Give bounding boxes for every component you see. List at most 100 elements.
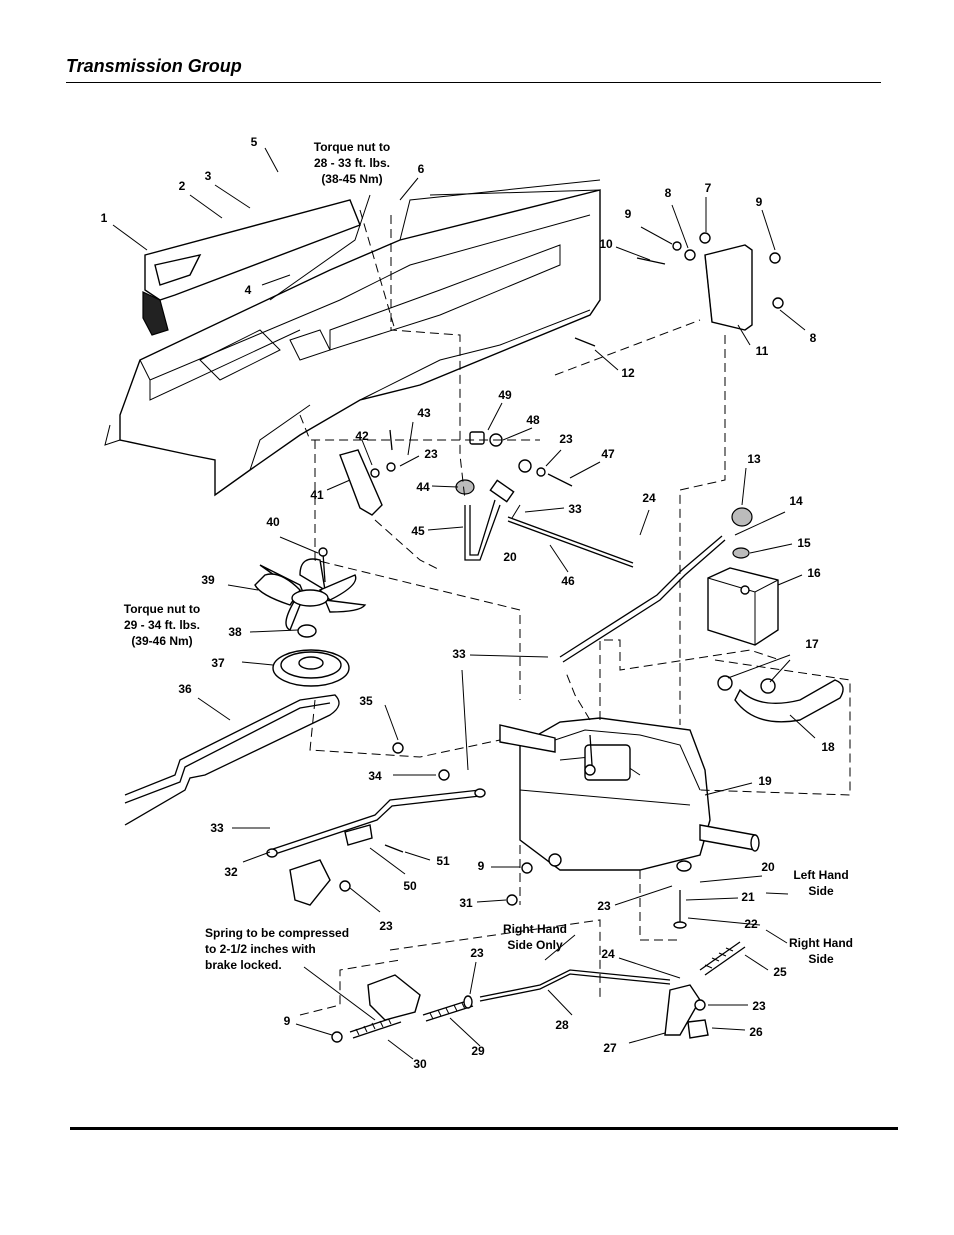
callout: 16: [807, 566, 821, 580]
callout: 45: [411, 524, 425, 538]
callout: 25: [773, 965, 787, 979]
callout: 6: [418, 162, 425, 176]
callout: 24: [601, 947, 615, 961]
svg-text:28 - 33 ft. lbs.: 28 - 33 ft. lbs.: [314, 156, 390, 170]
svg-text:Side: Side: [808, 884, 834, 898]
alignment-lines: [299, 209, 851, 1016]
svg-text:Spring to be compressed: Spring to be compressed: [205, 926, 349, 940]
callout: 49: [498, 388, 512, 402]
torque-note-upper: Torque nut to 28 - 33 ft. lbs. (38-45 Nm…: [314, 140, 390, 186]
chassis-frame: [104, 179, 601, 497]
callout: 9: [284, 1014, 291, 1028]
svg-text:Right Hand: Right Hand: [503, 922, 567, 936]
callout: 50: [403, 879, 417, 893]
callout: 31: [459, 896, 473, 910]
callout: 23: [559, 432, 573, 446]
svg-text:Torque nut to: Torque nut to: [314, 140, 390, 154]
callout: 33: [210, 821, 224, 835]
hose-18: [717, 675, 844, 723]
leader-lines: [112, 147, 816, 1060]
svg-text:29 - 34 ft. lbs.: 29 - 34 ft. lbs.: [124, 618, 200, 632]
lever-32: [266, 742, 486, 906]
callout: 17: [805, 637, 819, 651]
reservoir: [707, 547, 779, 646]
callout: 48: [526, 413, 540, 427]
callout: 19: [758, 774, 772, 788]
svg-text:brake locked.: brake locked.: [205, 958, 282, 972]
bolt-10: [636, 232, 784, 309]
spring-note: Spring to be compressed to 2-1/2 inches …: [205, 926, 349, 972]
callout: 9: [478, 859, 485, 873]
callout: 33: [568, 502, 582, 516]
callout: 13: [747, 452, 761, 466]
torque-note-lower: Torque nut to 29 - 34 ft. lbs. (39-46 Nm…: [124, 602, 200, 648]
callout: 46: [561, 574, 575, 588]
callout: 20: [503, 550, 517, 564]
svg-text:Left Hand: Left Hand: [793, 868, 848, 882]
shift-rod-14: [562, 539, 726, 663]
callout: 23: [752, 999, 766, 1013]
callout: 23: [379, 919, 393, 933]
brake-rod-28: [479, 941, 746, 1039]
bracket-11: [704, 244, 753, 331]
transaxle-19: [499, 717, 760, 871]
callout: 12: [621, 366, 635, 380]
svg-text:to 2-1/2 inches with: to 2-1/2 inches with: [205, 942, 316, 956]
svg-text:Torque nut to: Torque nut to: [124, 602, 200, 616]
callout: 40: [266, 515, 280, 529]
callout: 9: [756, 195, 763, 209]
callout: 30: [413, 1057, 427, 1071]
callout: 29: [471, 1044, 485, 1058]
springs: [331, 974, 474, 1043]
callout: 11: [756, 344, 769, 358]
callout: 22: [744, 917, 758, 931]
callout: 37: [211, 656, 225, 670]
linkage-parts: [339, 429, 634, 568]
callout: 23: [470, 946, 484, 960]
callout: 26: [749, 1025, 763, 1039]
svg-text:Side: Side: [808, 952, 834, 966]
bolt-21: [506, 860, 692, 929]
page-title: Transmission Group: [66, 56, 242, 76]
cover-plate: [142, 199, 361, 336]
callout: 24: [642, 491, 656, 505]
callout: 44: [416, 480, 430, 494]
callout: 36: [178, 682, 192, 696]
callout: 43: [417, 406, 431, 420]
drive-belt: [124, 694, 340, 826]
callout: 1: [101, 211, 108, 225]
callout: 35: [359, 694, 373, 708]
callout: 23: [597, 899, 611, 913]
callout: 32: [224, 865, 238, 879]
svg-text:Right Hand: Right Hand: [789, 936, 853, 950]
callout: 10: [599, 237, 613, 251]
callout: 42: [355, 429, 369, 443]
svg-text:(39-46 Nm): (39-46 Nm): [131, 634, 192, 648]
callout: 2: [179, 179, 186, 193]
callout: 15: [797, 536, 811, 550]
svg-text:Side Only: Side Only: [507, 938, 563, 952]
callout: 18: [821, 740, 835, 754]
callout: 33: [452, 647, 466, 661]
callout: 41: [310, 488, 324, 502]
callout: 4: [245, 283, 252, 297]
callout: 23: [424, 447, 438, 461]
callout: 51: [436, 854, 450, 868]
bolt-12: [574, 337, 596, 347]
callout: 9: [625, 207, 632, 221]
callout: 38: [228, 625, 242, 639]
header-rule: [66, 82, 881, 83]
svg-text:(38-45 Nm): (38-45 Nm): [321, 172, 382, 186]
callout: 47: [601, 447, 615, 461]
callout: 28: [555, 1018, 569, 1032]
callout-labels: 1 2 3 4 5 6 7 8 8 9 9 10 11 12 13 14 15 …: [101, 135, 835, 1071]
left-hand-side-note: Left Hand Side: [793, 868, 848, 898]
right-hand-side-note: Right Hand Side: [789, 936, 853, 966]
callout: 20: [761, 860, 775, 874]
callout: 8: [665, 186, 672, 200]
callout: 34: [368, 769, 382, 783]
callout: 39: [201, 573, 215, 587]
callout: 27: [603, 1041, 617, 1055]
knob-13: [731, 507, 753, 527]
